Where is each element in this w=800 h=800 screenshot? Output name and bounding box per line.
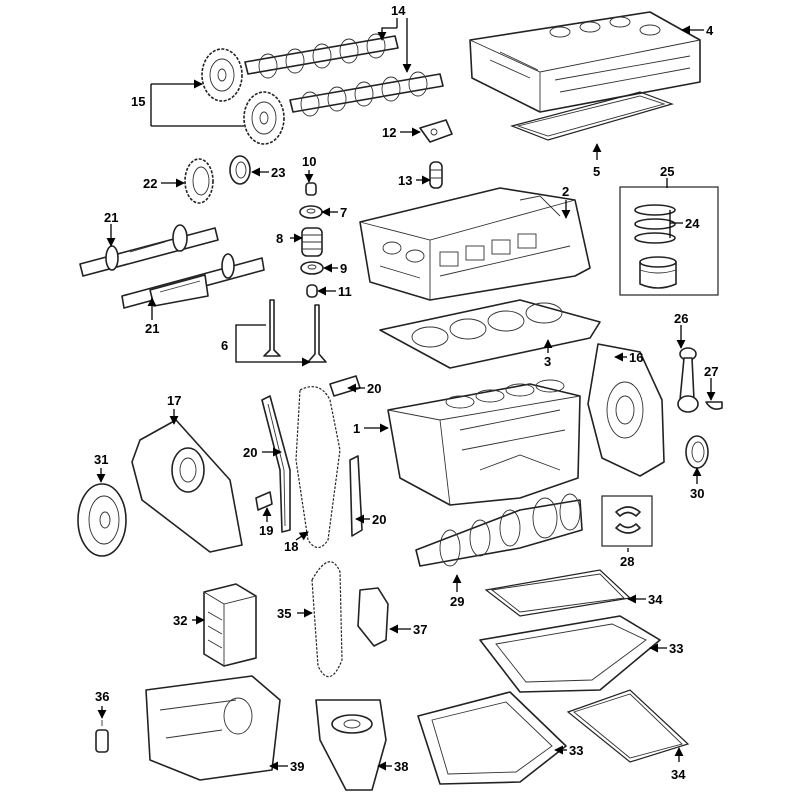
callout-23: 23 [271,165,285,180]
front-accessory-housing [145,675,281,781]
crank-pulley [77,483,127,557]
camshaft-lower [289,71,444,117]
callout-10: 10 [302,154,316,169]
callout-8: 8 [276,231,283,246]
tensioner-bolt [255,491,273,511]
callout-33-upper: 33 [669,641,683,656]
rear-main-cover [587,343,665,477]
callout-31: 31 [94,452,108,467]
chain-tensioner [357,587,389,647]
valve-cover [469,11,701,113]
valve-exhaust [307,304,327,363]
callout-1: 1 [353,421,360,436]
piston-kit-box [619,186,719,296]
valve-spring-retainer [299,205,323,219]
callout-39: 39 [290,759,304,774]
callout-28: 28 [620,554,634,569]
callout-25: 25 [660,164,674,179]
callout-22: 22 [143,176,157,191]
rocker-arm [419,119,453,143]
callout-3: 3 [544,354,551,369]
callout-19: 19 [259,523,273,538]
callout-12: 12 [382,125,396,140]
chain-tensioner-rail [349,455,363,537]
callout-17: 17 [167,393,181,408]
rear-main-seal [685,435,709,469]
callout-38: 38 [394,759,408,774]
spring-seat [300,261,324,275]
callout-14: 14 [391,3,406,18]
connecting-rod [677,347,699,413]
cam-gear-upper [201,48,243,102]
callout-30: 30 [690,486,704,501]
cam-gear-lower [243,91,285,145]
main-bearings [615,506,641,534]
callout-2: 2 [562,184,569,199]
callout-13: 13 [398,173,412,188]
callout-4: 4 [706,23,714,38]
callout-20-left: 20 [243,445,257,460]
chain-guide-left [261,395,291,533]
oil-cooler [203,583,257,667]
callout-26: 26 [674,311,688,326]
oil-pan-lower [417,691,567,785]
callout-16: 16 [629,350,643,365]
callout-33-lower: 33 [569,743,583,758]
callout-34-upper: 34 [648,592,663,607]
callout-35: 35 [277,606,291,621]
callout-11: 11 [338,284,352,299]
callout-34-lower: 34 [671,767,686,782]
balance-shaft-gear [184,158,214,204]
callout-36: 36 [95,689,109,704]
callout-18: 18 [284,539,298,554]
valve-keeper [305,182,317,196]
main-bearing-box [601,495,653,547]
timing-chain-upper [295,386,341,549]
oil-pan-upper [479,615,661,693]
piston [639,256,677,289]
balance-shaft-upper [79,224,219,277]
engine-block [387,379,581,506]
callout-5: 5 [593,164,600,179]
callout-37: 37 [413,622,427,637]
oil-pump-housing [315,699,387,791]
valve-stem-seal [306,284,318,298]
valve-cover-gasket [510,91,674,141]
head-gasket [379,299,601,369]
valve-spring [301,227,323,257]
callout-21-upper: 21 [104,210,118,225]
camshaft-upper [244,33,399,79]
callouts: 14 4 15 12 5 10 13 22 23 25 2 7 21 24 8 … [94,3,718,782]
piston-rings [634,204,676,244]
callout-6: 6 [221,338,228,353]
timing-cover [131,419,243,553]
leader-lines [96,18,716,771]
sensor [95,720,109,753]
callout-32: 32 [173,613,187,628]
callout-20-top: 20 [367,381,381,396]
timing-chain-lower [311,561,343,678]
callout-7: 7 [340,205,347,220]
valve-intake [263,299,281,357]
callout-9: 9 [340,261,347,276]
callout-29: 29 [450,594,464,609]
oil-pan-gasket-upper [484,569,632,617]
callout-27: 27 [704,364,718,379]
cylinder-head [359,187,591,301]
callout-15: 15 [131,94,145,109]
chain-guide-top [329,375,361,397]
seal-ring [229,155,251,185]
balance-shaft-lower [121,253,265,309]
callout-24: 24 [685,216,700,231]
rod-bearing [705,401,723,410]
oil-pan-gasket-lower [566,689,690,763]
callout-21-lower: 21 [145,321,159,336]
crankshaft [415,493,583,567]
lash-adjuster [429,161,443,189]
callout-20-right: 20 [372,512,386,527]
